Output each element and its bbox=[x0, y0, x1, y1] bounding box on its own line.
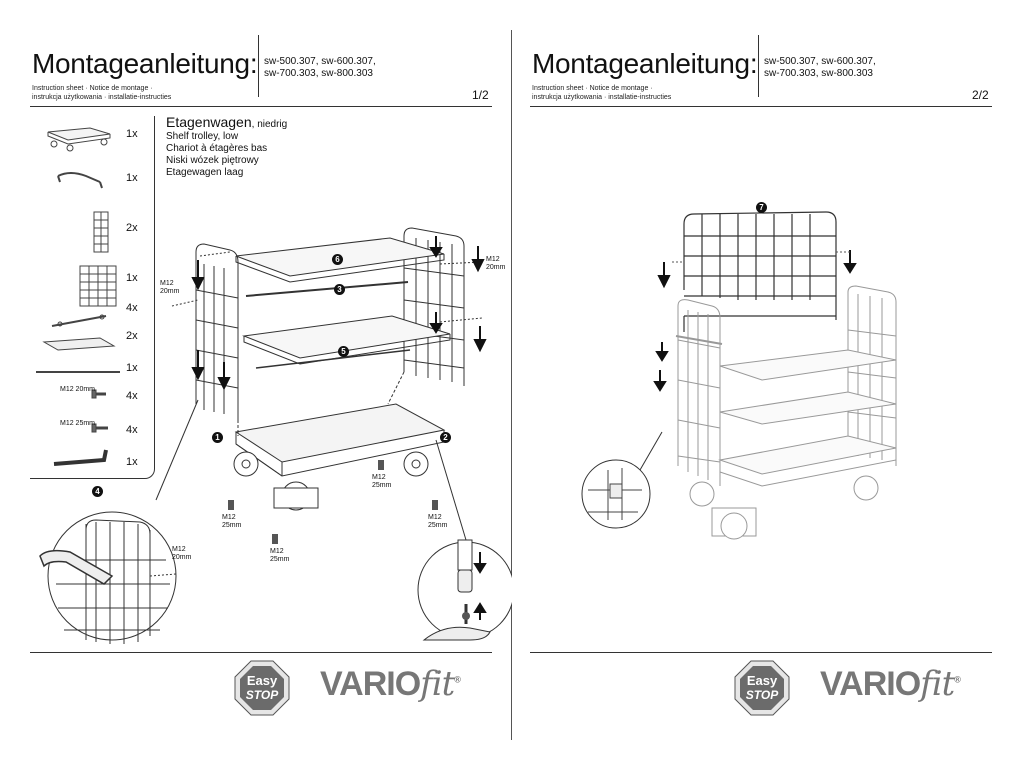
trolley-assembly-drawing bbox=[39, 227, 512, 644]
part-row: 4x bbox=[126, 302, 138, 314]
footer-rule bbox=[530, 652, 992, 653]
back-grid-assembly-drawing bbox=[581, 211, 897, 540]
part-shelf-icon bbox=[42, 337, 116, 351]
part-screw-25-icon bbox=[91, 423, 108, 433]
instruction-page-2: Montageanleitung: sw-500.307, sw-600.307… bbox=[512, 0, 1024, 768]
instruction-page-1: Montageanleitung: sw-500.307, sw-600.307… bbox=[30, 35, 512, 716]
step-number-4: 4 bbox=[92, 486, 103, 497]
product-name-en: Shelf trolley, low bbox=[166, 131, 239, 142]
part-allen-key-icon bbox=[53, 449, 108, 466]
page-title: Montageanleitung: bbox=[532, 48, 758, 79]
step-number-3: 3 bbox=[334, 284, 345, 295]
step-number-5: 5 bbox=[338, 346, 349, 357]
header-rule bbox=[530, 106, 992, 107]
header-separator bbox=[758, 35, 759, 97]
product-name-pl: Niski wózek piętrowy bbox=[166, 155, 259, 166]
product-name-nl: Etagewagen laag bbox=[166, 167, 244, 178]
page-title: Montageanleitung: bbox=[32, 48, 258, 79]
model-numbers: sw-500.307, sw-600.307, sw-700.303, sw-8… bbox=[764, 56, 876, 79]
part-screw-20-icon bbox=[91, 389, 106, 399]
step-number-7: 7 bbox=[756, 202, 767, 213]
product-name-fr: Chariot à étagères bas bbox=[166, 143, 268, 154]
part-row: 1x bbox=[126, 362, 138, 374]
parts-illustrations bbox=[36, 127, 120, 466]
part-rod-icon bbox=[51, 314, 107, 327]
subtitle-translations: Instruction sheet · Notice de montage · … bbox=[32, 85, 172, 101]
step-number-6: 6 bbox=[332, 254, 343, 265]
step-number-2: 2 bbox=[440, 432, 451, 443]
octagon-icon bbox=[234, 660, 290, 716]
part-side-grid-icon bbox=[93, 211, 109, 253]
part-row: 1x bbox=[126, 172, 138, 184]
easy-stop-logo: Easy STOP bbox=[234, 660, 290, 716]
part-base-icon bbox=[47, 127, 111, 152]
subtitle-translations: Instruction sheet · Notice de montage · … bbox=[532, 85, 672, 101]
header-rule bbox=[30, 106, 492, 107]
page-number: 1/2 bbox=[472, 88, 489, 102]
product-name-block: Etagenwagen, niedrig Shelf trolley, low … bbox=[166, 114, 288, 179]
page-divider bbox=[511, 30, 512, 740]
step-number-1: 1 bbox=[212, 432, 223, 443]
model-numbers: sw-500.307, sw-600.307, sw-700.303, sw-8… bbox=[264, 56, 376, 79]
part-row: 2x bbox=[126, 330, 138, 342]
part-row: 1x bbox=[126, 456, 138, 468]
product-name: Etagenwagen bbox=[166, 114, 252, 130]
variofit-logo: VARIOfit® bbox=[320, 664, 461, 704]
header-separator bbox=[258, 35, 259, 97]
octagon-icon bbox=[734, 660, 790, 716]
variofit-logo: VARIOfit® bbox=[820, 664, 961, 704]
page-number: 2/2 bbox=[972, 88, 989, 102]
product-name-suffix: , niedrig bbox=[251, 119, 288, 130]
part-row: 1x bbox=[126, 128, 138, 140]
part-handle-icon bbox=[57, 172, 103, 189]
part-row: 1x bbox=[126, 272, 138, 284]
part-row: 2x bbox=[126, 222, 138, 234]
easy-stop-logo: Easy STOP bbox=[734, 660, 790, 716]
part-back-grid-icon bbox=[79, 265, 117, 307]
footer-rule bbox=[30, 652, 492, 653]
